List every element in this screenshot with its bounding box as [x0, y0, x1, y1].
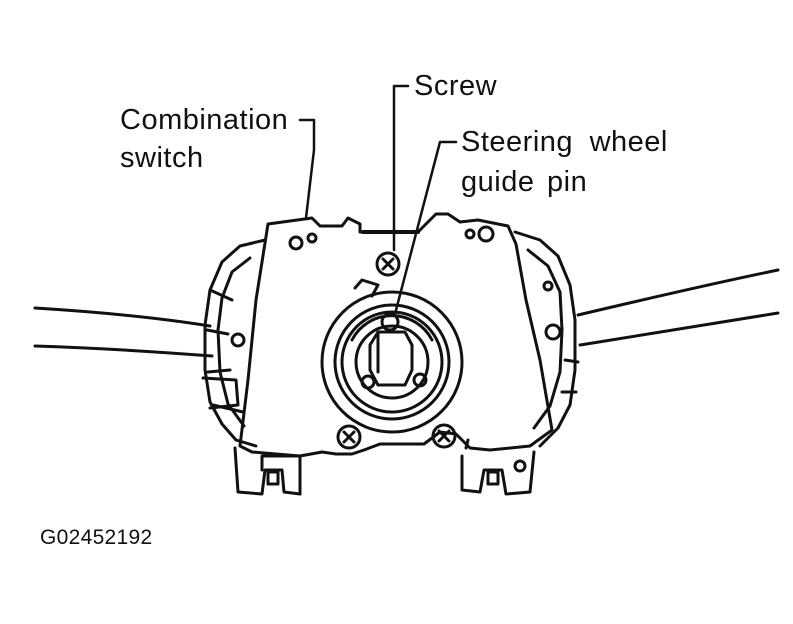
center-hole-right	[412, 372, 428, 388]
guide-pin-leader-line	[393, 140, 458, 316]
guide-pin-label-line2: guide pin	[461, 166, 588, 198]
screw-label: Screw	[414, 70, 498, 102]
right-lever-housing	[513, 230, 580, 448]
left-stalk	[33, 306, 214, 358]
leader-lines	[298, 84, 458, 316]
center-assembly	[320, 278, 464, 434]
figure-id: G02452192	[40, 526, 153, 549]
right-stalk	[576, 268, 780, 347]
main-plate	[238, 212, 554, 458]
lower-connectors	[233, 438, 536, 496]
screw-top-icon	[375, 251, 401, 277]
combination-switch-leader-line	[298, 118, 316, 220]
guide-pin-symbol	[380, 312, 400, 332]
combination-switch-label-line1: Combination	[120, 104, 289, 136]
combination-switch-label-line2: switch	[120, 142, 204, 174]
screw-bottom-right-icon	[431, 423, 457, 449]
center-hole-left	[360, 374, 376, 390]
screw-bottom-left-icon	[336, 424, 362, 450]
screw-leader-line	[392, 84, 410, 252]
guide-pin-label-line1: Steering wheel	[461, 126, 668, 158]
left-lever-housing	[201, 238, 267, 448]
